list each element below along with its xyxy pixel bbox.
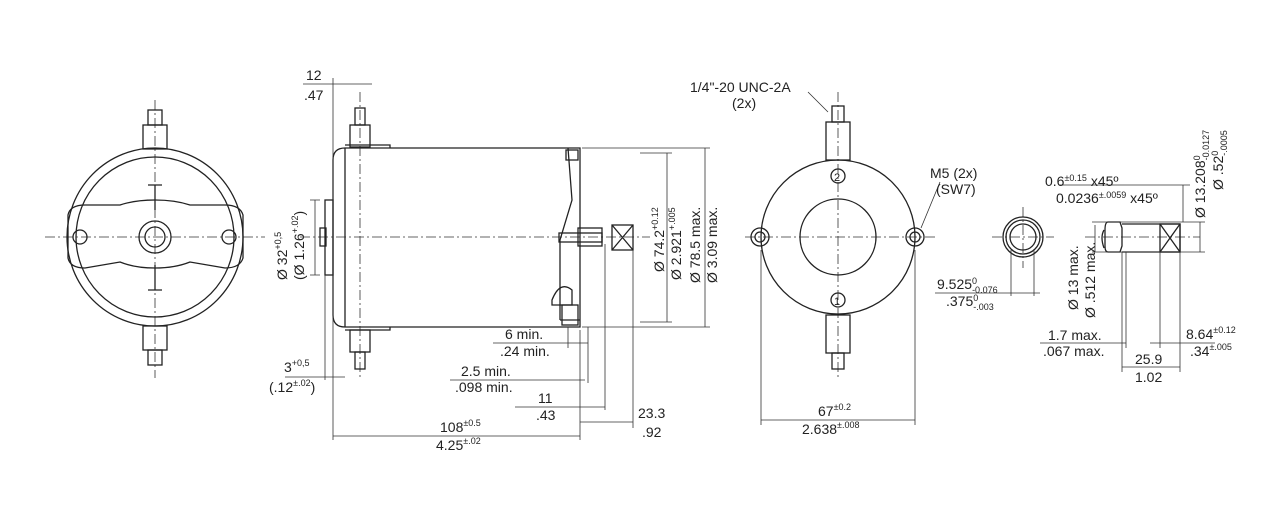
chamfer-mm: 0.6±0.15 x45º (1045, 173, 1119, 189)
dim-9525-mm: 9.5250-0.076 (937, 276, 998, 295)
dim-2921: Ø 2.921+.005 (667, 207, 684, 280)
dim-25-mm: 2.5 min. (461, 363, 511, 379)
dim-67-mm: 67±0.2 (818, 402, 851, 419)
dim-108-mm: 108±0.5 (440, 418, 481, 435)
terminal-marker-2: 2 (834, 172, 840, 184)
dim-233-in: .92 (642, 424, 662, 440)
dim-102-in: 1.02 (1135, 369, 1162, 385)
dim-11-in: .43 (536, 407, 556, 423)
thread-count: (2x) (732, 95, 756, 111)
dim-742: Ø 74.2+0.12 (650, 207, 667, 272)
dim-375-in: .3750-.003 (946, 293, 994, 312)
dim-25-in: .098 min. (455, 379, 513, 395)
dim-12-in: .47 (304, 87, 324, 103)
m5-wrench: (SW7) (936, 181, 976, 197)
dim-12-mm: 12 (306, 67, 322, 83)
dim-2638-in: 2.638±.008 (802, 420, 860, 437)
dim-17-mm: 1.7 max. (1048, 327, 1102, 343)
dim-309: Ø 3.09 max. (704, 207, 720, 283)
dim-3-mm: 3+0,5 (284, 358, 310, 375)
front-view: 2 1 1/4"-20 UNC-2A (2x) M5 (2x) (SW7) 67… (690, 79, 977, 437)
dim-32: Ø 32+0,5 (273, 232, 290, 280)
dim-6-in: .24 min. (500, 343, 550, 359)
dim-067-in: .067 max. (1043, 343, 1104, 359)
dim-512-in: Ø .512 max. (1082, 242, 1098, 318)
dim-785: Ø 78.5 max. (687, 207, 703, 283)
dim-3-in: (.12±.02) (269, 378, 315, 395)
chamfer-in: 0.0236±.0059 x45º (1056, 190, 1158, 206)
shaft-end-view: 9.5250-0.076 .3750-.003 (935, 207, 1054, 312)
dim-126: (Ø 1.26+.02) (290, 211, 307, 280)
shaft-side-view: 0.6±0.15 x45º 0.0236±.0059 x45º Ø 13.208… (1040, 130, 1236, 385)
dim-13-mm: Ø 13 max. (1065, 245, 1081, 310)
m5-spec: M5 (2x) (930, 165, 977, 181)
dim-13208-mm: Ø 13.2080-0.0127 (1192, 130, 1211, 218)
dim-052-in: Ø .520-.0005 (1210, 130, 1229, 190)
thread-spec: 1/4"-20 UNC-2A (690, 79, 791, 95)
dim-034-in: .34±.005 (1190, 342, 1232, 359)
dim-259-mm: 25.9 (1135, 351, 1162, 367)
rear-end-view (45, 100, 265, 378)
dim-6-mm: 6 min. (505, 326, 543, 342)
dim-864-mm: 8.64±0.12 (1186, 325, 1236, 342)
terminal-marker-1: 1 (834, 296, 840, 308)
side-view: 12 .47 Ø 32+0,5 (Ø 1.26+.02) 3+0,5 (.12±… (269, 67, 720, 453)
dim-11-mm: 11 (538, 390, 553, 406)
dim-425-in: 4.25±.02 (436, 436, 481, 453)
dim-233-mm: 23.3 (638, 405, 665, 421)
